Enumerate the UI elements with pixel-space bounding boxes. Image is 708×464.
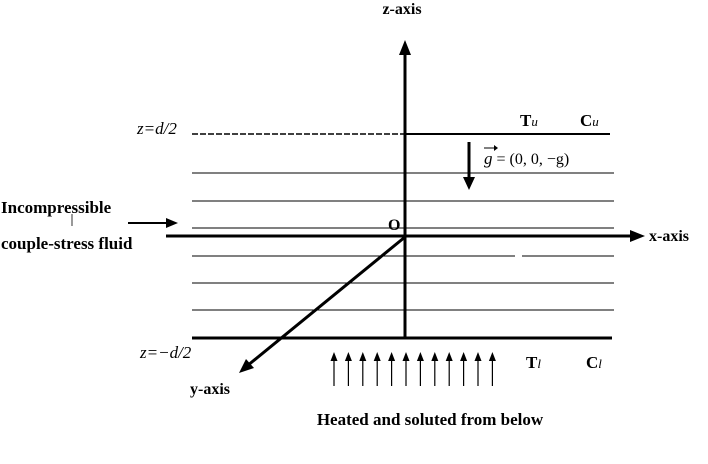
upper-concentration-label: Cu bbox=[580, 111, 599, 130]
lower-temperature-label: Tl bbox=[526, 353, 541, 372]
heating-caption: Heated and soluted from below bbox=[317, 410, 544, 429]
upper-temperature-label: Tu bbox=[520, 111, 538, 130]
y-axis-label: y-axis bbox=[190, 381, 230, 398]
x-axis-label: x-axis bbox=[649, 228, 689, 245]
heating-arrow-head bbox=[359, 352, 367, 361]
heating-arrow-head bbox=[388, 352, 396, 361]
fluid-label-line2: couple-stress fluid bbox=[1, 234, 133, 253]
heating-arrow-head bbox=[474, 352, 482, 361]
heating-arrow-head bbox=[373, 352, 381, 361]
y-axis-line bbox=[246, 235, 406, 368]
x-axis-arrowhead bbox=[630, 230, 645, 242]
y-axis-arrowhead bbox=[239, 359, 254, 373]
lower-concentration-label: Cl bbox=[586, 353, 602, 372]
heating-arrow-head bbox=[488, 352, 496, 361]
heating-arrow-head bbox=[460, 352, 468, 361]
heating-arrows bbox=[330, 352, 496, 386]
heating-arrow-head bbox=[445, 352, 453, 361]
heating-arrow-head bbox=[431, 352, 439, 361]
origin-label: O bbox=[388, 217, 400, 234]
fluid-pointer-arrowhead bbox=[166, 218, 178, 228]
heating-arrow-head bbox=[330, 352, 338, 361]
gravity-vector-label: g = (0, 0, −g) bbox=[484, 149, 569, 168]
fluid-label-line1: Incompressible bbox=[1, 198, 112, 217]
bottom-boundary-label: z=−d/2 bbox=[139, 343, 192, 362]
heating-arrow-head bbox=[402, 352, 410, 361]
z-axis-arrowhead bbox=[399, 40, 411, 55]
vector-arrow-tip bbox=[494, 145, 498, 151]
heating-arrow-head bbox=[344, 352, 352, 361]
heating-arrow-head bbox=[416, 352, 424, 361]
z-axis-label: z-axis bbox=[382, 1, 421, 18]
gravity-arrowhead bbox=[463, 177, 475, 190]
top-boundary-label: z=d/2 bbox=[136, 119, 177, 138]
